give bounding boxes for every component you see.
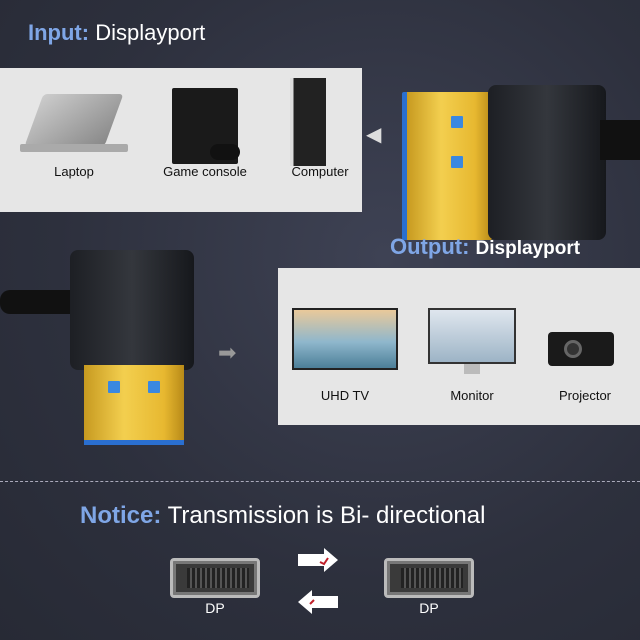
laptop: Laptop [14,88,134,179]
output-title: Output: Displayport [390,234,581,259]
cable [0,290,80,314]
arrow-right-icon: ➡ [218,340,237,365]
game-console: Game console [150,86,260,179]
device-label: Game console [163,164,247,179]
cable [600,120,640,160]
notice: Notice: Transmission is Bi- directional [80,502,486,529]
laptop-icon [24,94,124,146]
device-label: Laptop [54,164,94,179]
arrow-left-icon [298,590,338,614]
plug-housing [488,85,606,240]
device-label: Monitor [450,388,494,403]
input-title: Input: Displayport [28,20,206,45]
plug-housing [70,250,194,370]
device-label: Projector [558,388,612,403]
device-label: UHD TV [320,388,370,403]
dp-port-icon [384,558,474,598]
divider [0,481,640,482]
port-label: DP [205,600,225,616]
pc-tower-icon [290,78,326,166]
dp-port-icon [170,558,260,598]
dp-plug-top [402,92,492,240]
device-label: Computer [291,164,349,179]
controller-icon [210,144,240,160]
input-devices-panel: Laptop Game console Computer [0,68,362,212]
monitor: Monitor [424,308,520,408]
tv-icon [292,308,398,370]
monitor-icon [428,308,516,364]
uhd-tv: UHD TV [292,308,398,408]
computer: Computer [280,78,360,179]
projector: Projector [540,328,630,408]
output-devices-panel: UHD TV Monitor Projector [278,268,640,425]
dp-plug-bottom [84,365,184,445]
port-label: DP [419,600,439,616]
arrow-right-icon [298,548,338,572]
arrow-left-icon: ◀ [366,124,382,146]
